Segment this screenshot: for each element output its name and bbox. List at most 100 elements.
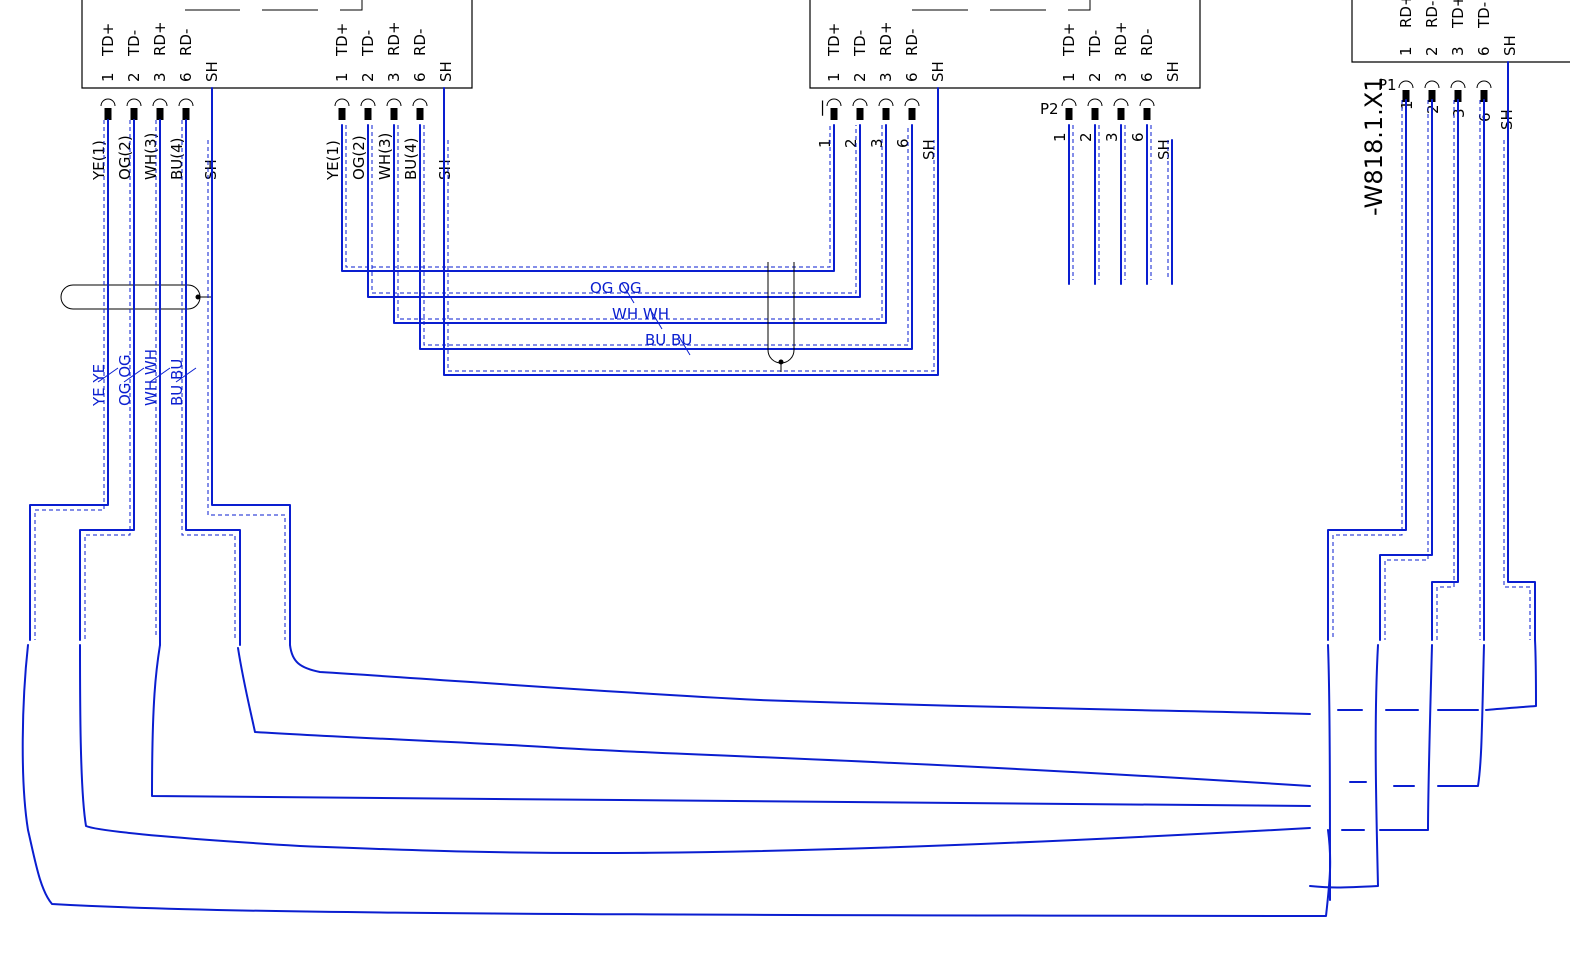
pin-number-label: 2 [125,72,143,82]
pin-signal-label: TD+ [333,23,351,57]
cable-core-label: 6 [894,138,912,148]
pin-number-label: 6 [1138,72,1156,82]
cable-core-label: SH [920,139,938,160]
cable-core-label: BU(4) [402,137,420,180]
pin-socket [878,98,894,107]
pin-socket [126,98,142,107]
pin-signal-label: TD+ [1449,0,1467,29]
pin-signal-label: TD- [359,30,377,57]
colour-pair-marker: OG OG [590,279,642,297]
pin-sockets [100,80,1492,120]
cable-core-label: 2 [842,138,860,148]
pin-signal-label: RD- [903,29,921,56]
pin-number-label: 2 [851,72,869,82]
colour-pair-marker: YE YE [90,364,108,407]
pin-number-label: SH [929,61,947,82]
pin-signal-label: RD- [177,29,195,56]
pair-slash [621,282,635,304]
pin-socket [1139,98,1155,107]
pin-signal-label: TD+ [1060,23,1078,57]
pair-slash [677,334,691,356]
pair-slash [649,308,663,330]
pin-number-label: 1 [1397,46,1415,56]
pin-socket-contact [390,108,398,120]
pin-socket-contact [1091,108,1099,120]
pin-socket [1476,80,1492,89]
pin-signal-label: RD- [1423,1,1441,28]
cable-core-label: 1 [1051,132,1069,142]
pin-number-label: 2 [1423,46,1441,56]
pin-number-label: 1 [333,72,351,82]
pin-socket [1061,98,1077,107]
pin-socket-contact [830,108,838,120]
pin-signal-label: RD+ [877,21,895,56]
pin-socket-contact [1065,108,1073,120]
right-cable-wires [1327,61,1536,641]
plug-tag-p2: P2 [1040,100,1059,118]
pin-socket-contact [130,108,138,120]
connector-block-left [81,0,473,89]
pin-socket-contact [104,108,112,120]
pin-socket [386,98,402,107]
pin-socket-contact [1428,90,1436,102]
pin-number-label: 3 [1112,72,1130,82]
pin-socket-contact [1402,90,1410,102]
cable-core-label: YE(1) [90,140,108,181]
pin-number-label: 1 [825,72,843,82]
pin-socket [412,98,428,107]
pin-number-label: 2 [1086,72,1104,82]
pin-number-label: SH [437,61,455,82]
pin-number-label: 6 [177,72,195,82]
pin-socket-contact [156,108,164,120]
pin-socket [1424,80,1440,89]
cable-core-label: 2 [1077,132,1095,142]
cable-core-label: SH [1155,139,1173,160]
pin-socket-contact [1143,108,1151,120]
cable-core-label: OG(2) [350,135,368,180]
pin-signal-label: TD+ [825,23,843,57]
pin-signal-label: RD- [1138,29,1156,56]
pin-signal-label: RD+ [1112,21,1130,56]
pin-socket [852,98,868,107]
pin-number-label: SH [1164,61,1182,82]
pair-slash [123,367,145,383]
connector4-stubs [1068,124,1173,285]
cable-core-label: BU(4) [168,137,186,180]
pin-socket [152,98,168,107]
colour-pair-marker: OG OG [116,354,134,406]
pin-socket-contact [882,108,890,120]
cable-core-label: 6 [1129,132,1147,142]
pin-number-label: 1 [1060,72,1078,82]
pin-signal-label: RD+ [385,21,403,56]
pin-socket-contact [908,108,916,120]
pin-number-label: 3 [385,72,403,82]
plug-tag-tick: | [820,98,825,116]
plug-tag-p1: P1 [1378,76,1397,94]
pin-socket [904,98,920,107]
pin-socket [1398,80,1414,89]
pin-signal-label: TD- [1086,30,1104,57]
pin-socket-contact [1454,90,1462,102]
pin-labels: TD+ 1 TD- 2 RD+ 3 RD- 6 SH TD+ 1 TD- 2 RD+ 3 RD- 6 SH TD+ 1… [99,0,1519,82]
pin-signal-label: RD+ [1397,0,1415,28]
pin-signal-label: TD- [1475,2,1493,29]
connector-block-middle [809,0,1201,89]
pair-slash [97,367,119,383]
cable-core-label: WH(3) [142,133,160,180]
pin-socket [100,98,116,107]
pin-number-label: 3 [877,72,895,82]
hand-drawn-cable-runs [21,639,1537,917]
pin-socket-contact [182,108,190,120]
pin-socket [1087,98,1103,107]
pin-number-label: 1 [99,72,117,82]
connector-block-right [1351,0,1570,63]
pin-signal-label: TD- [125,30,143,57]
colour-pair-marker: BU BU [645,331,692,349]
cable-core-label: YE(1) [324,140,342,181]
pin-socket [334,98,350,107]
cable-core-label: WH(3) [376,133,394,180]
